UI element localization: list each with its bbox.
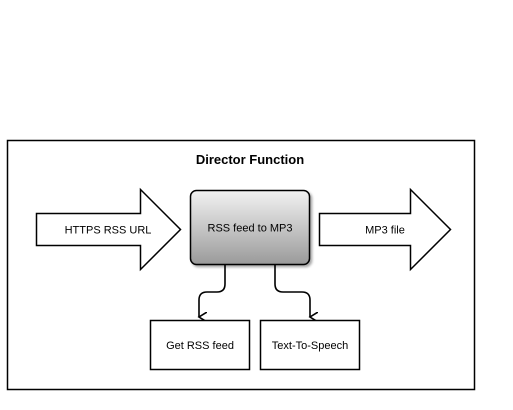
input-arrow-shape [35, 187, 182, 272]
main-process-box [189, 189, 311, 266]
sub-process-box [149, 319, 251, 371]
connector-to-get-rss-feed [199, 265, 226, 317]
sub-process-label: Text-To-Speech [272, 340, 348, 352]
container-title: Director Function [196, 152, 304, 167]
connector-to-text-to-speech [274, 265, 310, 317]
sub-process-text-to-speech: Text-To-Speech [259, 319, 361, 371]
sub-process-box [259, 319, 361, 371]
input-arrow-label: HTTPS RSS URL [65, 225, 152, 237]
main-process-label: RSS feed to MP3 [208, 223, 293, 235]
output-arrow: MP3 file [318, 187, 452, 272]
output-arrow-label: MP3 file [365, 225, 405, 237]
input-arrow: HTTPS RSS URL [35, 187, 182, 272]
sub-process-get-rss-feed: Get RSS feed [149, 319, 251, 371]
output-arrow-shape [318, 187, 452, 272]
sub-process-label: Get RSS feed [166, 340, 234, 352]
main-process: RSS feed to MP3 [189, 189, 311, 266]
